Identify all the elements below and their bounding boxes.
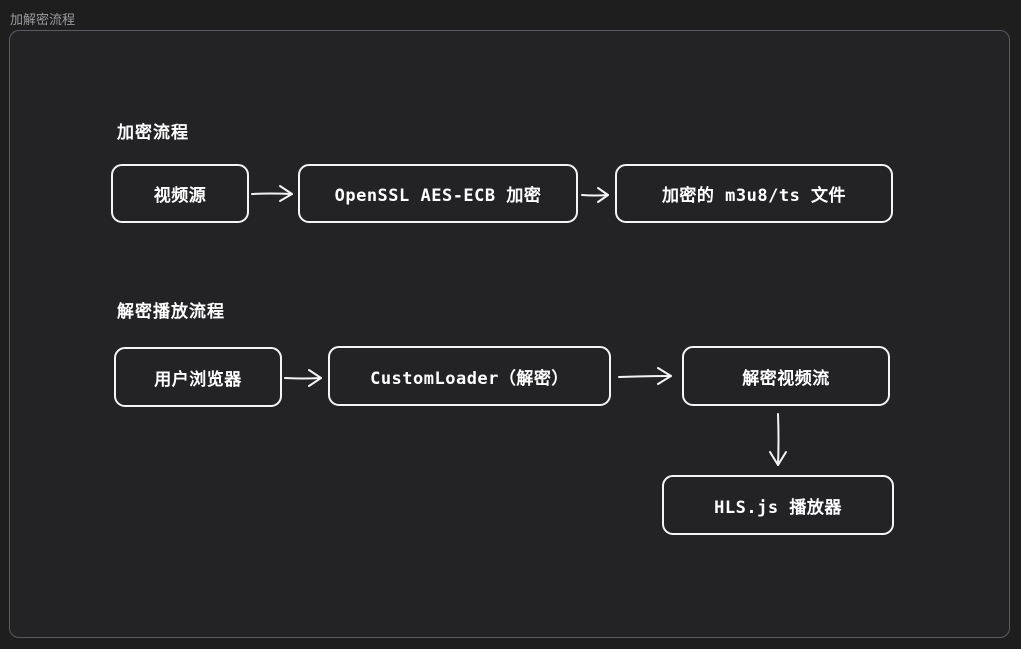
- diagram-frame: [9, 30, 1010, 638]
- encrypt-section-title: 加密流程: [117, 123, 189, 143]
- decrypt-section-title: 解密播放流程: [117, 302, 225, 322]
- node-encrypted-files[interactable]: 加密的 m3u8/ts 文件: [615, 164, 893, 223]
- node-video-source[interactable]: 视频源: [111, 164, 249, 223]
- node-hlsjs-player[interactable]: HLS.js 播放器: [662, 475, 894, 535]
- node-custom-loader[interactable]: CustomLoader（解密）: [328, 346, 611, 406]
- node-user-browser[interactable]: 用户浏览器: [114, 347, 282, 407]
- frame-title: 加解密流程: [10, 13, 76, 28]
- node-decrypted-stream[interactable]: 解密视频流: [682, 346, 890, 406]
- node-openssl-encrypt[interactable]: OpenSSL AES-ECB 加密: [298, 164, 578, 223]
